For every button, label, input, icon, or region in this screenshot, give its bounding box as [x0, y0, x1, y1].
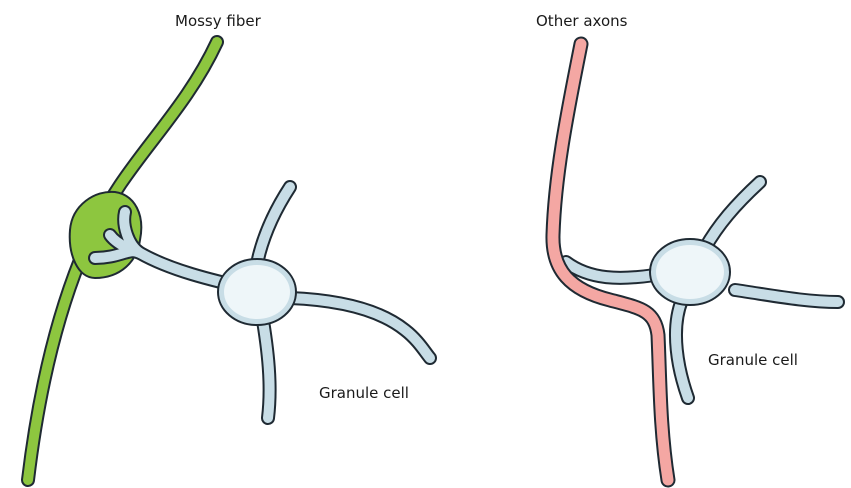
dendrite-up-fill [705, 182, 760, 248]
granule-cell-right-body [650, 239, 730, 305]
granule-cell-left-label: Granule cell [319, 384, 409, 402]
granule-cell-left-body [218, 259, 296, 325]
cell-body-inner [224, 265, 290, 319]
cell-body-inner [656, 245, 724, 299]
granule-cell-right-label: Granule cell [708, 351, 798, 369]
mossy-fiber-label: Mossy fiber [175, 12, 261, 30]
dendrite-right-fill [290, 298, 430, 358]
other-axons-label: Other axons [536, 12, 627, 30]
